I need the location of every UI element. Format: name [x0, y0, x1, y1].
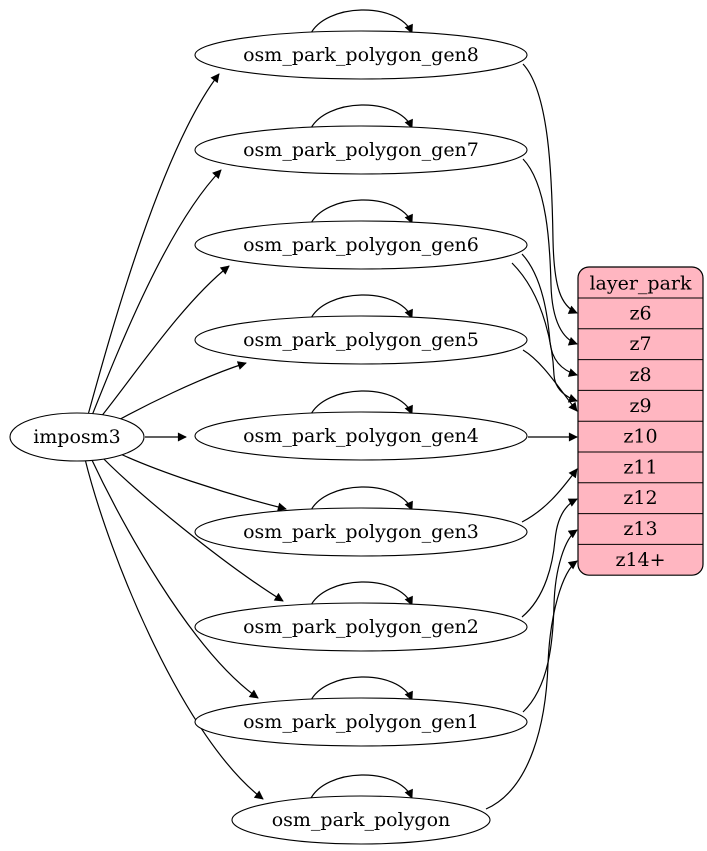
imposm3-ellipse	[9, 412, 145, 462]
osm_park_polygon_gen2-label: osm_park_polygon_gen2	[243, 616, 479, 638]
layer_park-row-z13: z13	[623, 518, 657, 540]
osm_park_polygon_gen1-label: osm_park_polygon_gen1	[243, 711, 479, 733]
node-osm_park_polygon_gen3: osm_park_polygon_gen3	[194, 507, 528, 557]
layer_park-row-z11: z11	[623, 456, 657, 478]
layer_park-row-z9: z9	[629, 395, 651, 417]
node-osm_park_polygon_gen5: osm_park_polygon_gen5	[194, 315, 528, 365]
layer_park-row-z6: z6	[629, 302, 651, 324]
osm_park_polygon_gen7-ellipse	[194, 125, 528, 175]
layer_park-row-z7: z7	[629, 333, 651, 355]
node-osm_park_polygon_gen1: osm_park_polygon_gen1	[194, 697, 528, 747]
edge-osm_park_polygon_gen7-to-z7	[522, 158, 578, 346]
node-osm_park_polygon_gen6: osm_park_polygon_gen6	[194, 220, 528, 270]
edge-self-loop-osm_park_polygon_gen3	[309, 486, 413, 513]
edge-imposm3-to-osm_park_polygon_gen7	[90, 169, 222, 419]
osm_park_polygon_gen5-label: osm_park_polygon_gen5	[243, 329, 479, 351]
osm_park_polygon-ellipse	[231, 795, 491, 845]
node-osm_park_polygon: osm_park_polygon	[231, 795, 491, 845]
edge-imposm3-to-osm_park_polygon	[84, 458, 264, 800]
edge-self-loop-osm_park_polygon_gen6	[309, 199, 413, 226]
edge-self-loop-osm_park_polygon_gen7	[309, 104, 413, 131]
node-osm_park_polygon_gen4: osm_park_polygon_gen4	[194, 411, 528, 461]
osm_park_polygon_gen3-label: osm_park_polygon_gen3	[243, 521, 479, 543]
edge-osm_park_polygon_gen6-to-z9	[511, 262, 578, 403]
node-osm_park_polygon_gen7: osm_park_polygon_gen7	[194, 125, 528, 175]
osm_park_polygon_gen8-label: osm_park_polygon_gen8	[243, 44, 479, 66]
node-osm_park_polygon_gen8: osm_park_polygon_gen8	[194, 30, 528, 80]
layer_park-row-z10: z10	[623, 426, 657, 448]
node-imposm3: imposm3	[9, 412, 145, 462]
layer_park-row-z14+: z14+	[615, 549, 665, 571]
edge-osm_park_polygon_gen6-to-z8	[521, 253, 578, 377]
imposm3-label: imposm3	[33, 426, 121, 448]
edge-self-loop-osm_park_polygon_gen2	[309, 581, 413, 608]
edge-self-loop-osm_park_polygon	[309, 774, 413, 801]
edge-imposm3-to-osm_park_polygon_gen6	[95, 265, 230, 424]
edge-osm_park_polygon_gen8-to-z6	[522, 63, 578, 314]
edge-self-loop-osm_park_polygon_gen1	[309, 676, 413, 703]
edge-imposm3-to-osm_park_polygon_gen5	[103, 361, 247, 429]
edge-imposm3-to-osm_park_polygon_gen1	[89, 455, 259, 699]
edge-self-loop-osm_park_polygon_gen8	[309, 9, 413, 36]
osm_park_polygon_gen4-label: osm_park_polygon_gen4	[243, 425, 479, 447]
edge-osm_park_polygon_gen1-to-z13	[522, 529, 578, 713]
osm_park_polygon_gen6-ellipse	[194, 220, 528, 270]
layer_park-row-z8: z8	[629, 364, 651, 386]
edge-osm_park_polygon-to-z14+	[485, 560, 578, 810]
osm_park_polygon_gen7-label: osm_park_polygon_gen7	[243, 139, 479, 161]
edge-osm_park_polygon_gen5-to-z9	[522, 349, 578, 412]
edge-imposm3-to-osm_park_polygon_gen2	[95, 450, 284, 602]
osm_park_polygon_gen2-ellipse	[194, 602, 528, 652]
edge-self-loop-osm_park_polygon_gen5	[309, 294, 413, 321]
osm_park_polygon_gen3-ellipse	[194, 507, 528, 557]
edge-osm_park_polygon_gen3-to-z11	[521, 468, 578, 523]
edge-osm_park_polygon_gen2-to-z12	[521, 498, 578, 618]
node-osm_park_polygon_gen2: osm_park_polygon_gen2	[194, 602, 528, 652]
osm_park_polygon_gen1-ellipse	[194, 697, 528, 747]
layer_park-row-z12: z12	[623, 487, 657, 509]
osm_park_polygon_gen6-label: osm_park_polygon_gen6	[243, 234, 479, 256]
node-layer_park: layer_park z6 z7 z8 z9 z10 z11 z12 z13 z14+	[577, 266, 704, 576]
osm_park_polygon_gen8-ellipse	[194, 30, 528, 80]
edge-self-loop-osm_park_polygon_gen4	[309, 390, 413, 417]
osm_park_polygon-label: osm_park_polygon	[272, 809, 451, 831]
layer_park-title: layer_park	[589, 273, 692, 295]
edge-imposm3-to-osm_park_polygon_gen8	[87, 73, 220, 416]
osm_park_polygon_gen5-ellipse	[194, 315, 528, 365]
osm_park_polygon_gen4-ellipse	[194, 411, 528, 461]
